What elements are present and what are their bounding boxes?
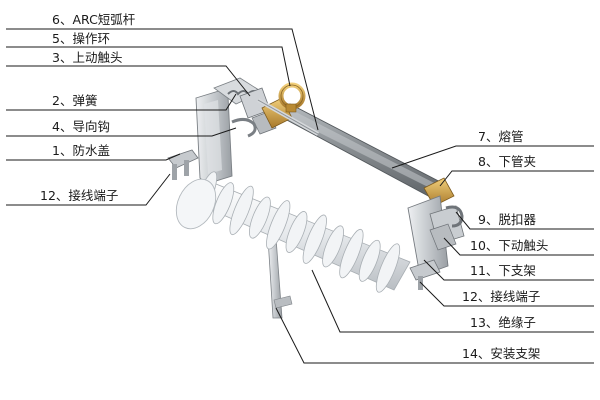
fuse-tube	[261, 97, 455, 207]
insulator-shed	[212, 182, 235, 225]
label-waterproof-cover: 1、防水盖	[52, 143, 110, 158]
insulator-shed	[285, 211, 308, 253]
insulator-shed	[249, 196, 271, 239]
insulator-shed	[266, 200, 291, 250]
insulator-shed	[229, 185, 254, 236]
insulator-shed	[322, 225, 344, 268]
label-upper-contact: 3、上动触头	[52, 50, 122, 65]
label-tripper: 9、脱扣器	[478, 212, 536, 227]
insulator	[175, 171, 411, 293]
label-operating-ring: 5、操作环	[52, 31, 110, 46]
labels-right: 7、熔管 8、下管夹 9、脱扣器 10、下动触头 11、下支架 12、接线端子 …	[462, 129, 548, 361]
arc-rod	[257, 98, 319, 136]
labels-left: 6、ARC短弧杆 5、操作环 3、上动触头 2、弹簧 4、导向钩 1、防水盖 1…	[40, 12, 136, 203]
fuse-cutout-device	[167, 77, 465, 319]
insulator-shed	[339, 228, 364, 279]
label-fuse-tube: 7、熔管	[478, 129, 523, 144]
leader-lines	[6, 28, 594, 364]
terminal-left	[167, 149, 199, 180]
label-terminal-left: 12、接线端子	[40, 188, 118, 203]
terminal-right	[409, 259, 441, 290]
guide-hook	[231, 117, 257, 138]
insulator-shed	[358, 239, 381, 282]
label-mounting-bracket: 14、安装支架	[462, 346, 540, 361]
insulator-shed	[302, 214, 327, 264]
label-lower-tube-clamp: 8、下管夹	[478, 154, 536, 169]
operating-ring	[278, 82, 306, 113]
tripper	[445, 205, 464, 228]
label-guide-hook: 4、导向钩	[52, 119, 110, 134]
label-lower-contact: 10、下动触头	[470, 238, 548, 253]
label-terminal-right: 12、接线端子	[462, 289, 540, 304]
label-lower-bracket: 11、下支架	[470, 263, 536, 278]
label-arc-rod: 6、ARC短弧杆	[52, 12, 136, 27]
label-insulator: 13、绝缘子	[470, 315, 536, 330]
label-spring: 2、弹簧	[52, 93, 97, 108]
insulator-shed	[375, 243, 401, 293]
